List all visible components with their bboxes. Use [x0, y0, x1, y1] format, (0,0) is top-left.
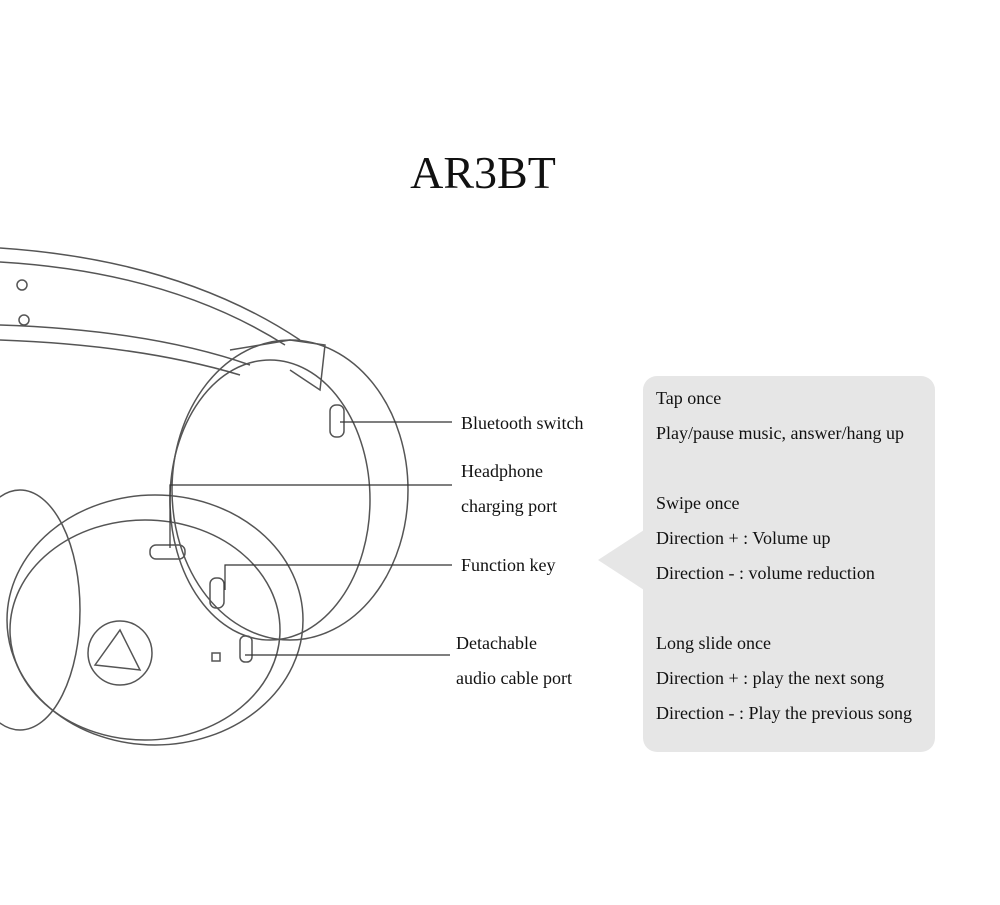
product-title: AR3BT	[410, 147, 556, 198]
callout-swipe-heading: Swipe once	[656, 493, 740, 513]
callout-tap-action: Play/pause music, answer/hang up	[656, 423, 904, 443]
callout-tap-heading: Tap once	[656, 388, 722, 408]
label-charging-port-line1: Headphone	[461, 461, 543, 481]
label-charging-port-line2: charging port	[461, 496, 558, 516]
callout-swipe-minus: Direction - : volume reduction	[656, 563, 875, 583]
callout-long-heading: Long slide once	[656, 633, 771, 653]
callout-swipe-plus: Direction + : Volume up	[656, 528, 831, 548]
callout-long-plus: Direction + : play the next song	[656, 668, 885, 688]
label-function-key: Function key	[461, 555, 556, 575]
label-audio-port-line1: Detachable	[456, 633, 537, 653]
function-key-callout	[643, 376, 935, 752]
callout-long-minus: Direction - : Play the previous song	[656, 703, 912, 723]
label-bluetooth-switch: Bluetooth switch	[461, 413, 584, 433]
label-audio-port-line2: audio cable port	[456, 668, 572, 688]
callout-pointer	[598, 530, 644, 590]
